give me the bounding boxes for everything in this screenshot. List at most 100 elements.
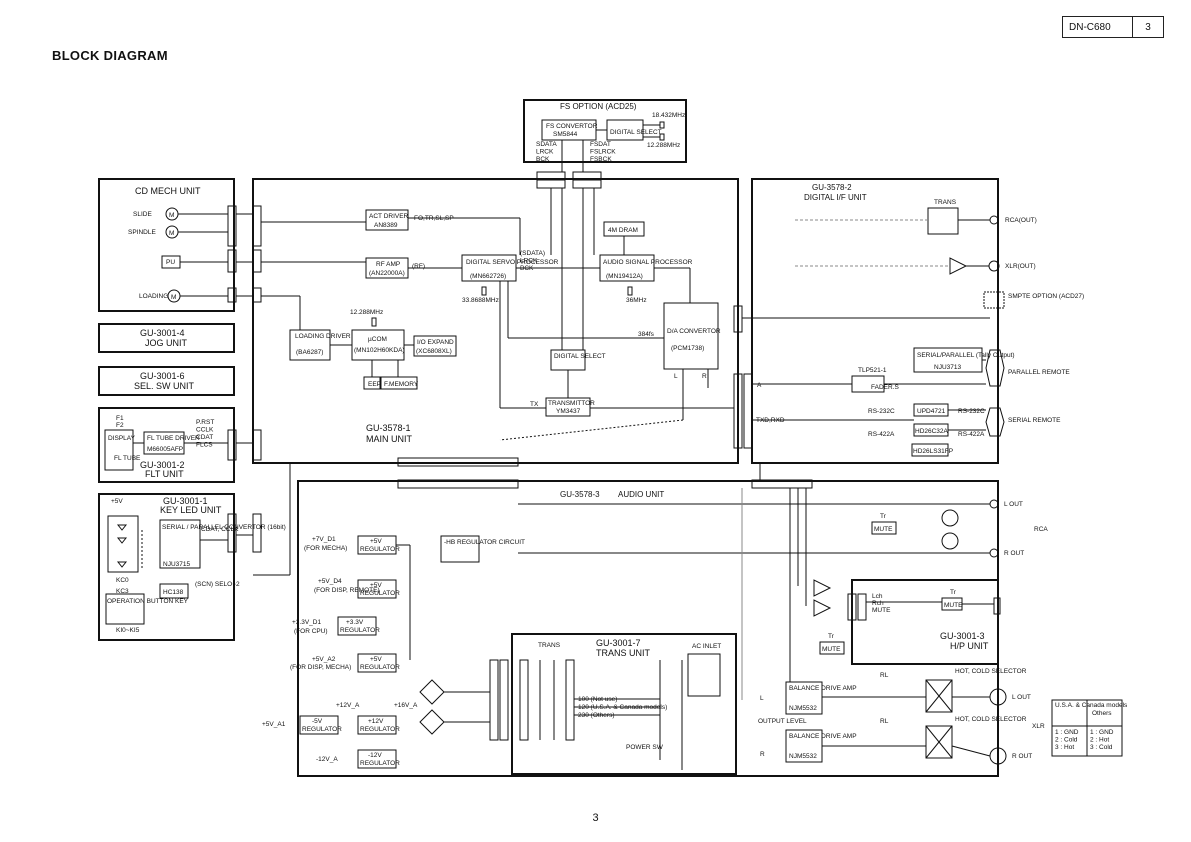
tlp-label: TLP521-1 [858,367,887,374]
reg5c-value: +5V [370,656,382,663]
rf-amp-label: RF AMP [376,261,400,268]
rca-r-out: R OUT [1004,550,1024,557]
cd-mech-unit: CD MECH UNIT SLIDE M SPINDLE M PU LOADIN… [98,178,237,312]
bal-r-ic: NJM5532 [789,753,817,760]
rca-l-out: L OUT [1004,501,1023,508]
loading-driver-ic: (BA6287) [296,349,323,356]
rf-amp-ic: (AN22000A) [369,270,405,277]
header-page-number: 3 [1145,21,1151,33]
fs-digital-select-label: DIGITAL SELECT [610,129,662,136]
jog-title: GU-3001-4 [140,328,185,338]
rs232-right: RS-232C [958,408,985,415]
fl-driver-label: FL TUBE DRIVER [147,435,200,442]
scn-label: (SCN) SELO~2 [195,581,240,588]
ki-label: KI0~KI5 [116,627,140,634]
display-label: DISPLAY [108,435,136,442]
hp-lch: Lch [872,593,883,600]
ac-inlet-label: AC INLET [692,643,721,650]
da-label: D/A CONVERTOR [667,328,721,335]
dsel-label: DIGITAL SELECT [554,353,606,360]
tx-signal: TX [530,401,539,408]
smpte-label: SMPTE OPTION (ACD27) [1008,293,1084,300]
keyled-ic: NJU3715 [163,561,190,568]
regulator-5v-a2: +5V REGULATOR +5V_A2 (FOR DISP, MECHA) [290,653,400,673]
reg5b-value: +5V [370,582,382,589]
bal-l-label: BALANCE DRIVE AMP [789,685,857,692]
dif-serpar-label: SERIAL/PARALLEL (Tally Output) [917,352,1015,359]
fader-label: FADER.S [871,384,899,391]
rs422-left: RS-422A [868,431,895,438]
act-driver-label: ACT DRIVER [369,213,409,220]
hotcold-r-label: HOT, COLD SELECTOR [955,716,1027,723]
rs422-right: RS-422A [958,431,985,438]
output-level-label: OUTPUT LEVEL [758,718,807,725]
asp-xtal: 36MHz [626,297,647,304]
reg-p12-value: +12V [368,718,384,725]
loading-driver-label: LOADING DRIVER [295,333,351,340]
xlr-rout-label: R OUT [1012,753,1032,760]
reg33-word: REGULATOR [340,627,380,634]
regulator-3v3: +3.3V REGULATOR +3.3V_D1 (FOR CPU) [292,616,380,636]
v16a-label: +16V_A [394,702,418,709]
keyled-v5: +5V [111,498,123,505]
header-box: DN-C680 3 [1062,16,1164,38]
page-number: 3 [592,812,599,824]
ucom-label: µCOM [368,336,387,343]
hp-sub: H/P UNIT [950,641,989,651]
flt-unit: DISPLAY FL TUBE FL TUBE DRIVER M66005AFP… [98,407,237,483]
hd1-label: HD26C32A [915,428,949,435]
for-disp-label: (FOR DISP, REMOTE) [314,587,380,594]
keyled-sub: KEY LED UNIT [160,505,222,515]
cd-mech-title: CD MECH UNIT [135,186,201,196]
vm12-label: -12V_A [316,756,338,763]
for-mecha-label: (FOR MECHA) [304,545,347,552]
rl-l-label: RL [880,672,889,679]
reg-m5-word: REGULATOR [302,726,342,733]
audio-mute2-label: MUTE [822,646,841,653]
rca-label: RCA [1034,526,1048,533]
fs-xtal-1: 18.432MHz [652,112,685,119]
bal-l-ic: NJM5532 [789,705,817,712]
keyled-cdat: CDAT, CCLK [201,526,239,533]
audio-title: GU-3578-3 [560,490,600,499]
regulator-minus12v: -12V REGULATOR -12V_A [316,749,400,769]
jog-sub: JOG UNIT [145,338,188,348]
rl-r-label: RL [880,718,889,725]
ucom-xtal: 12.288MHz [350,309,383,316]
parallel-remote-label: PARALLEL REMOTE [1008,369,1070,376]
trans-label: TRANS [934,199,957,206]
loading-label: LOADING [139,293,168,300]
power-sw-label: POWER SW [626,744,664,751]
fs-option-title: FS OPTION (ACD25) [560,102,637,111]
hp-unit: Lch Rch MUTE MUTE Tr GU-3001-3 H/P UNIT [813,579,1001,665]
io-expand-label: I/O EXPAND [417,339,454,346]
act-driver-ic: AN8389 [374,222,398,229]
dif-a-label: A [757,382,762,389]
v7d1-label: +7V_D1 [312,536,336,543]
for-cpu-label: (FOR CPU) [294,628,328,635]
dif-sub: DIGITAL I/F UNIT [804,193,867,202]
reg-p12-word: REGULATOR [360,726,400,733]
v33-label: +3.3V_D1 [292,619,321,626]
f2-label: F2 [116,422,124,429]
key-led-unit: GU-3001-1 KEY LED UNIT +5V SERIAL / PARA… [98,493,286,641]
digital-if-unit: GU-3578-2 DIGITAL I/F UNIT TRANS RCA(OUT… [733,178,1084,464]
reg-m12-word: REGULATOR [360,760,400,767]
audio-mute-label: MUTE [874,526,893,533]
hp-mute-line: MUTE [872,607,891,614]
trans-unit: GU-3001-7 TRANS UNIT TRANS AC INLET 100 … [511,633,737,775]
dram-label: 4M DRAM [608,227,638,234]
v12a-label: +12V_A [336,702,360,709]
trans-unit-trans: TRANS [538,642,561,649]
hb-label: -HB REGULATOR CIRCUIT [444,539,525,546]
dsp-label: DIGITAL SERVO PROCESSOR [466,259,559,266]
hp-tr: Tr [950,589,957,596]
kc3-label: KC3 [116,588,129,595]
sel-title: GU-3001-6 [140,371,185,381]
